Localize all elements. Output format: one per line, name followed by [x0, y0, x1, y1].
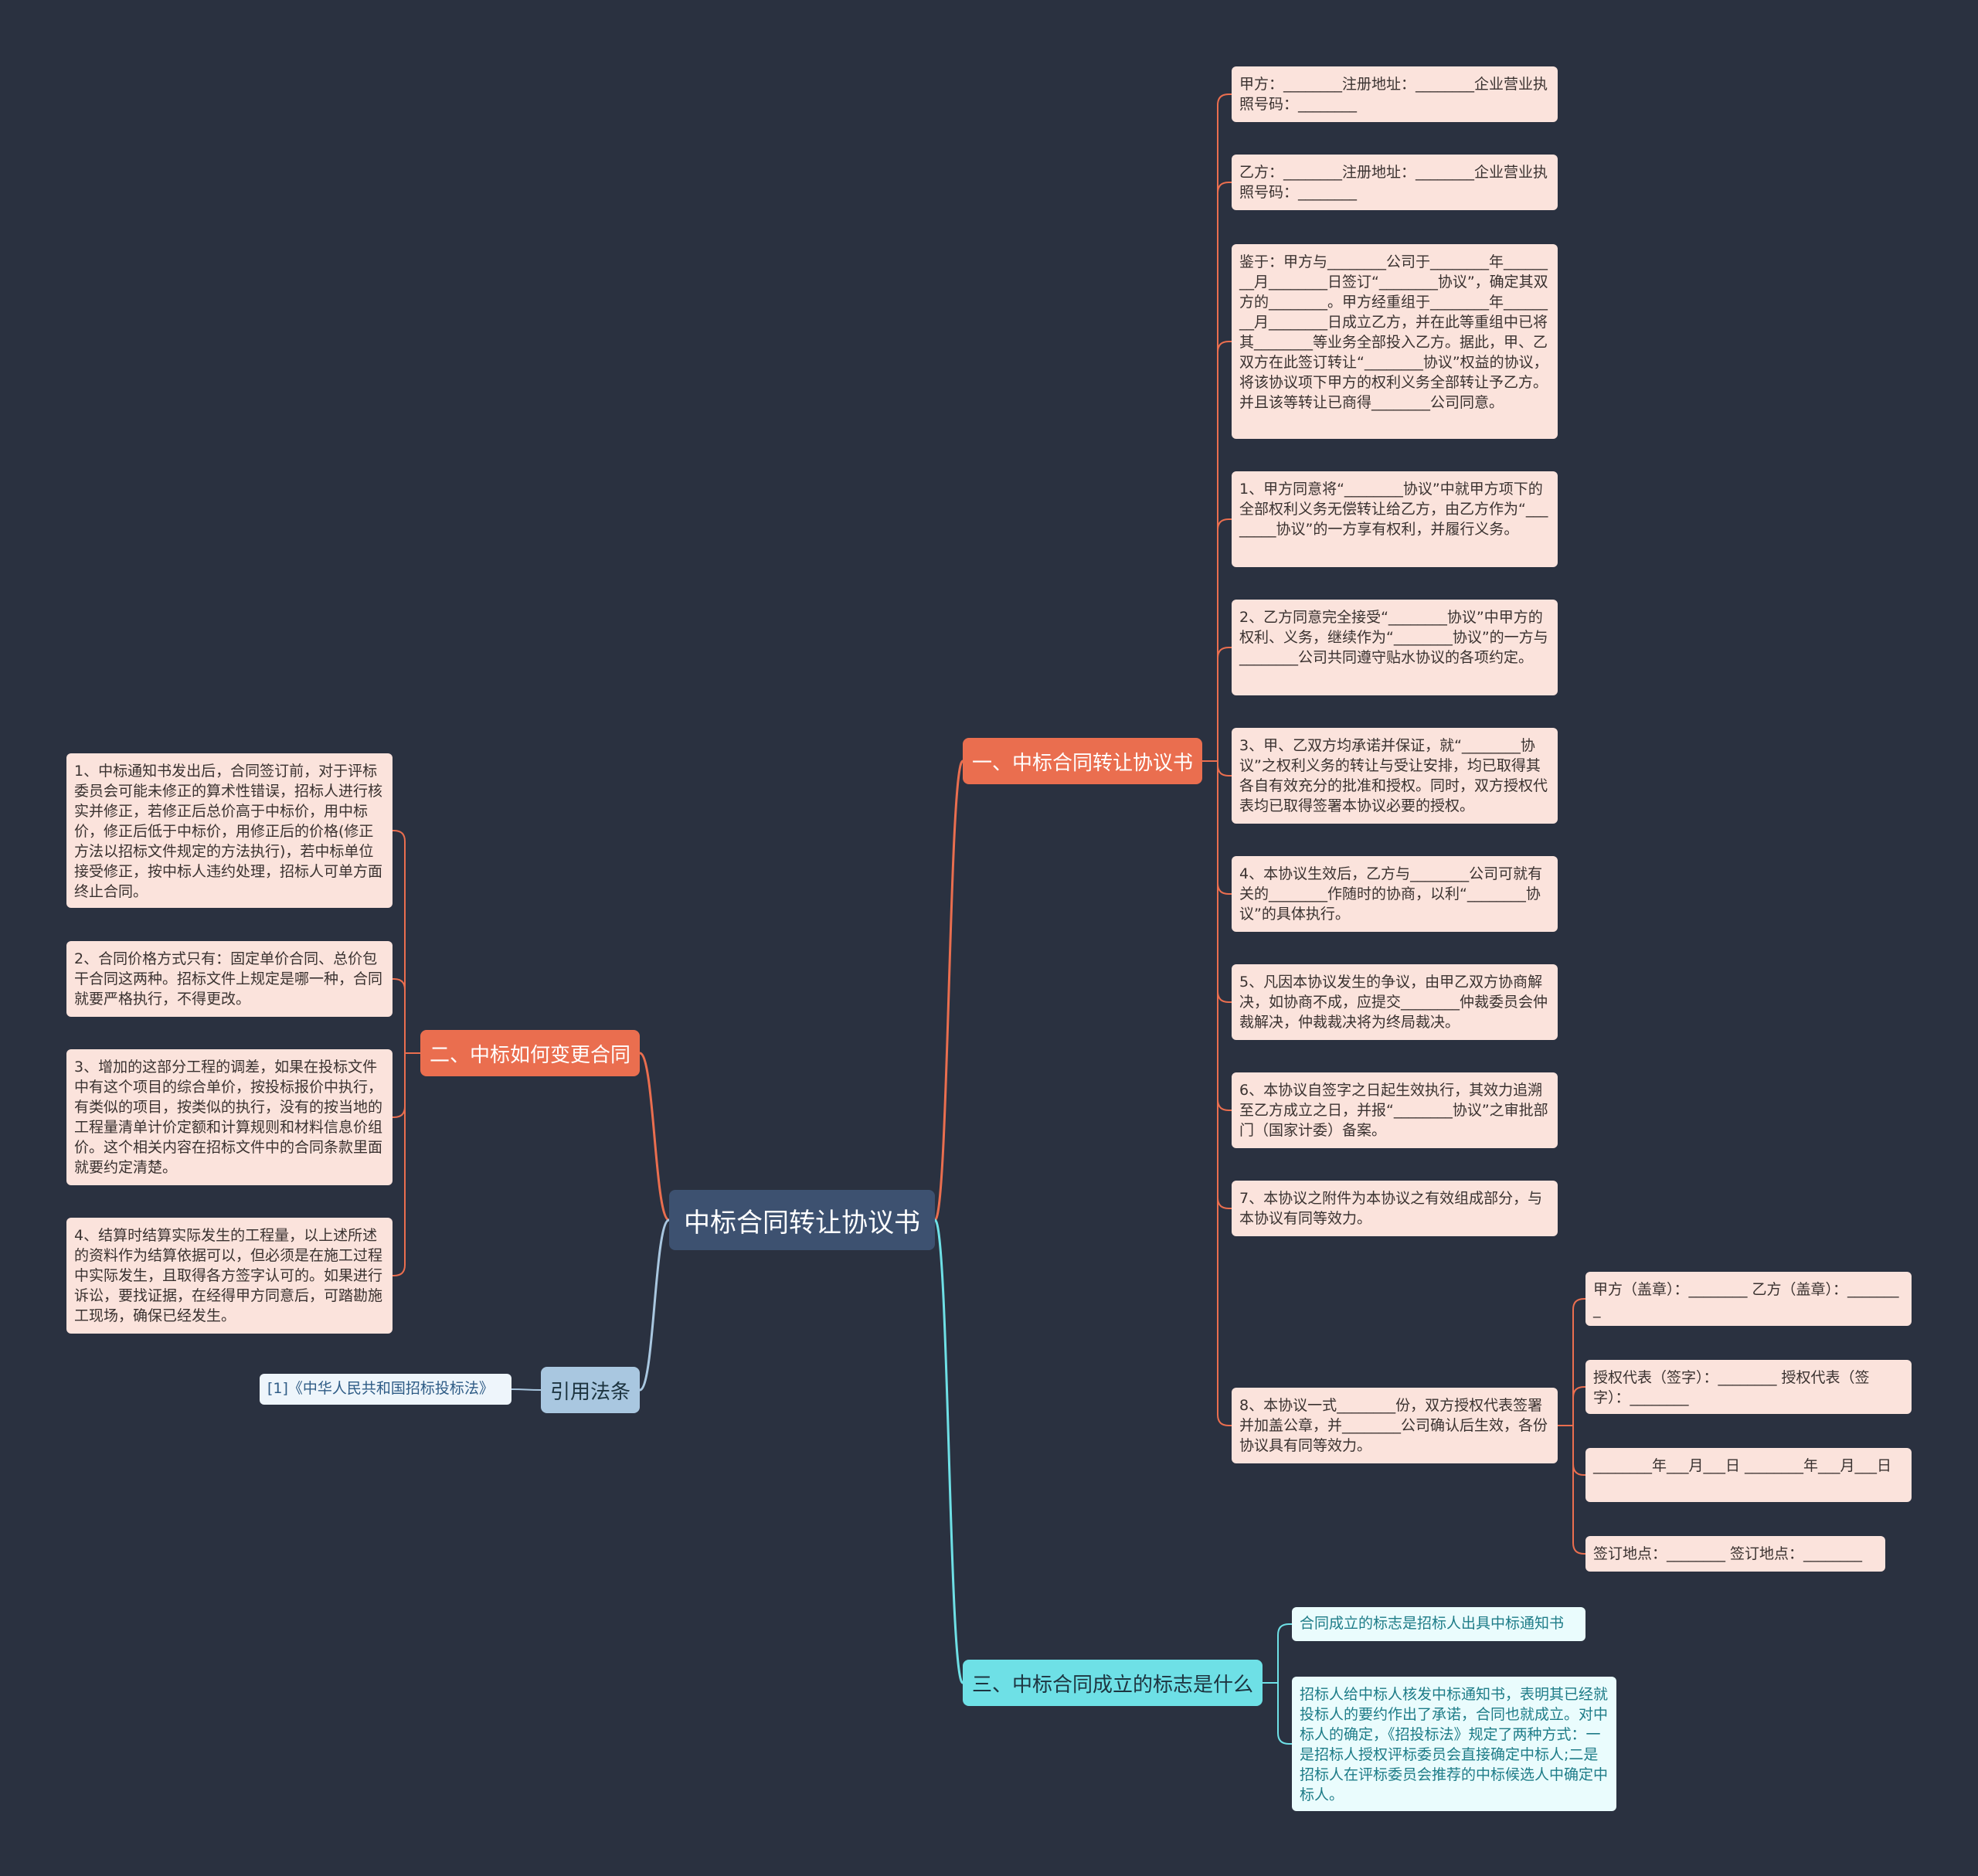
- link-b2-leaf-change-2: [393, 978, 420, 1054]
- leaf-change-1[interactable]: 1、中标通知书发出后，合同签订前，对于评标委员会可能未修正的算术性错误，招标人进…: [66, 753, 393, 908]
- leaf-clause-8[interactable]: 8、本协议一式________份，双方授权代表签署并加盖公章，并________…: [1232, 1388, 1558, 1463]
- link-b2-leaf-change-4: [393, 1052, 420, 1276]
- link-b1-leaf-clause-1: [1202, 518, 1232, 762]
- leaf-sign-summary[interactable]: 合同成立的标志是招标人出具中标通知书: [1292, 1607, 1585, 1641]
- leaf-clause-6[interactable]: 6、本协议自签字之日起生效执行，其效力追溯至乙方成立之日，并报“________…: [1232, 1072, 1558, 1148]
- leaf-date-line[interactable]: ________年___月___日 ________年___月___日: [1585, 1448, 1912, 1502]
- link-c8-leaf-signature-line: [1558, 1386, 1585, 1426]
- root-node[interactable]: 中标合同转让协议书: [669, 1190, 935, 1250]
- link-root-branch4: [639, 1218, 670, 1392]
- leaf-clause-4[interactable]: 4、本协议生效后，乙方与________公司可就有关的________作随时的协…: [1232, 856, 1558, 932]
- link-b3-leaf-sign-detail: [1263, 1682, 1292, 1745]
- link-b1-leaf-clause-2: [1202, 647, 1232, 762]
- link-c8-leaf-seal-line: [1558, 1298, 1585, 1426]
- branch-cited-law[interactable]: 引用法条: [541, 1367, 640, 1413]
- link-b3-leaf-sign-summary: [1263, 1623, 1292, 1684]
- leaf-law-reference[interactable]: [1]《中华人民共和国招标投标法》: [260, 1374, 511, 1405]
- link-root-branch3: [933, 1218, 964, 1684]
- leaf-sign-detail[interactable]: 招标人给中标人核发中标通知书，表明其已经就投标人的要约作出了承诺，合同也就成立。…: [1292, 1677, 1616, 1811]
- leaf-clause-7[interactable]: 7、本协议之附件为本协议之有效组成部分，与本协议有同等效力。: [1232, 1181, 1558, 1236]
- leaf-clause-2[interactable]: 2、乙方同意完全接受“________协议”中甲方的权利、义务，继续作为“___…: [1232, 600, 1558, 695]
- leaf-change-4[interactable]: 4、结算时结算实际发生的工程量，以上述所述的资料作为结算依据可以，但必须是在施工…: [66, 1218, 393, 1334]
- link-b2-leaf-change-3: [393, 1052, 420, 1118]
- link-c8-leaf-place-line: [1558, 1425, 1585, 1555]
- leaf-place-line[interactable]: 签订地点：________ 签订地点：________: [1585, 1536, 1885, 1572]
- link-b1-leaf-party-a: [1202, 93, 1232, 762]
- leaf-clause-1[interactable]: 1、甲方同意将“________协议”中就甲方项下的全部权利义务无偿转让给乙方，…: [1232, 471, 1558, 567]
- link-b2-leaf-change-1: [393, 830, 420, 1054]
- link-root-branch1: [933, 760, 964, 1222]
- link-b4-leaf-law-reference: [511, 1388, 542, 1391]
- branch-contract-sign[interactable]: 三、中标合同成立的标志是什么: [963, 1660, 1263, 1706]
- leaf-seal-line[interactable]: 甲方（盖章）：________ 乙方（盖章）：________: [1585, 1272, 1912, 1326]
- link-root-branch2: [639, 1052, 670, 1222]
- link-b1-leaf-party-b: [1202, 182, 1232, 762]
- leaf-clause-5[interactable]: 5、凡因本协议发生的争议，由甲乙双方协商解决，如协商不成，应提交________…: [1232, 964, 1558, 1040]
- branch-change-contract[interactable]: 二、中标如何变更合同: [420, 1030, 640, 1076]
- link-b1-leaf-clause-8: [1202, 760, 1232, 1426]
- link-b1-leaf-whereas: [1202, 341, 1232, 762]
- leaf-party-a[interactable]: 甲方：________注册地址：________企业营业执照号码：_______…: [1232, 66, 1558, 122]
- leaf-party-b[interactable]: 乙方：________注册地址：________企业营业执照号码：_______…: [1232, 155, 1558, 210]
- leaf-whereas[interactable]: 鉴于：甲方与________公司于________年________月_____…: [1232, 244, 1558, 439]
- leaf-signature-line[interactable]: 授权代表（签字）：________ 授权代表（签字）：________: [1585, 1360, 1912, 1414]
- link-c8-leaf-date-line: [1558, 1425, 1585, 1476]
- leaf-change-2[interactable]: 2、合同价格方式只有：固定单价合同、总价包干合同这两种。招标文件上规定是哪一种，…: [66, 941, 393, 1017]
- leaf-clause-3[interactable]: 3、甲、乙双方均承诺并保证，就“________协议”之权利义务的转让与受让安排…: [1232, 728, 1558, 824]
- leaf-change-3[interactable]: 3、增加的这部分工程的调差，如果在投标文件中有这个项目的综合单价，按投标报价中执…: [66, 1049, 393, 1185]
- branch-transfer-agreement[interactable]: 一、中标合同转让协议书: [963, 738, 1202, 784]
